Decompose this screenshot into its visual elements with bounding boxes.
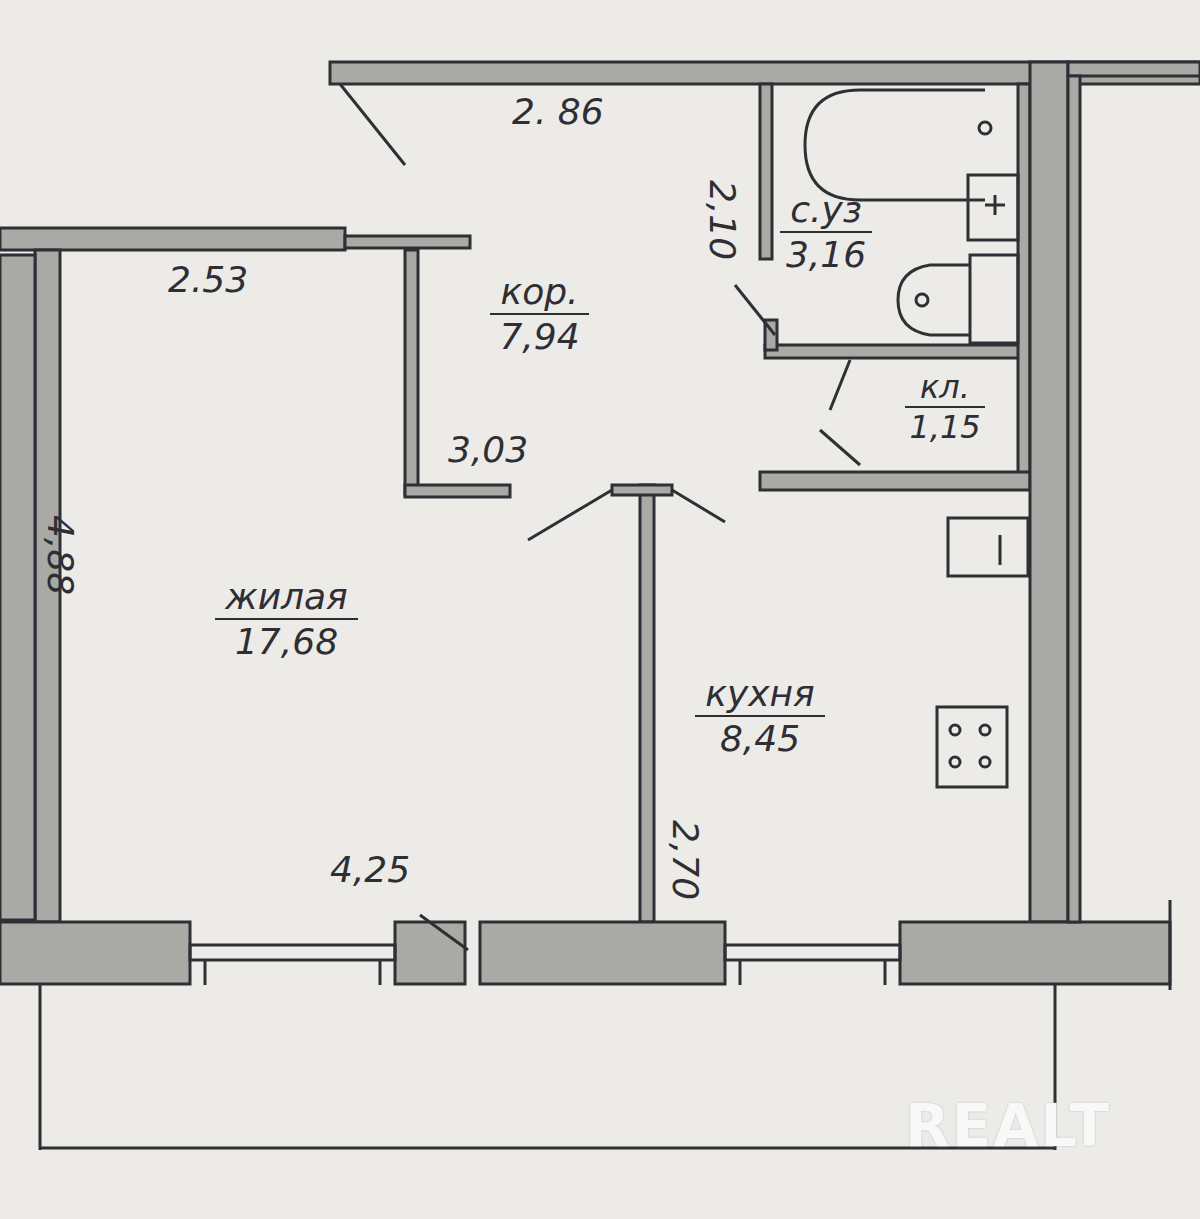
room-area: 1,15: [905, 408, 985, 446]
room: кл.1,15: [905, 368, 985, 447]
dimension: 2,10: [702, 180, 742, 260]
room-name: жилая: [215, 575, 358, 620]
dimension: 3,03: [448, 430, 528, 470]
watermark: REALT: [905, 1095, 1111, 1159]
dimension: 4,88: [40, 515, 80, 595]
room-area: 17,68: [215, 620, 358, 663]
room-name: кор.: [490, 270, 589, 315]
room: кор.7,94: [490, 270, 589, 358]
dimension: 2.53: [168, 260, 248, 300]
dimension: 2,70: [665, 820, 705, 900]
room: жилая17,68: [215, 575, 358, 663]
room-name: кухня: [695, 672, 825, 717]
room-area: 3,16: [780, 233, 872, 276]
room: кухня8,45: [695, 672, 825, 760]
dimension: 4,25: [330, 850, 410, 890]
room-area: 7,94: [490, 315, 589, 358]
room-name: с.уз: [780, 188, 872, 233]
room: с.уз3,16: [780, 188, 872, 276]
room-area: 8,45: [695, 717, 825, 760]
dimension: 2. 86: [512, 92, 604, 132]
room-name: кл.: [905, 368, 985, 408]
